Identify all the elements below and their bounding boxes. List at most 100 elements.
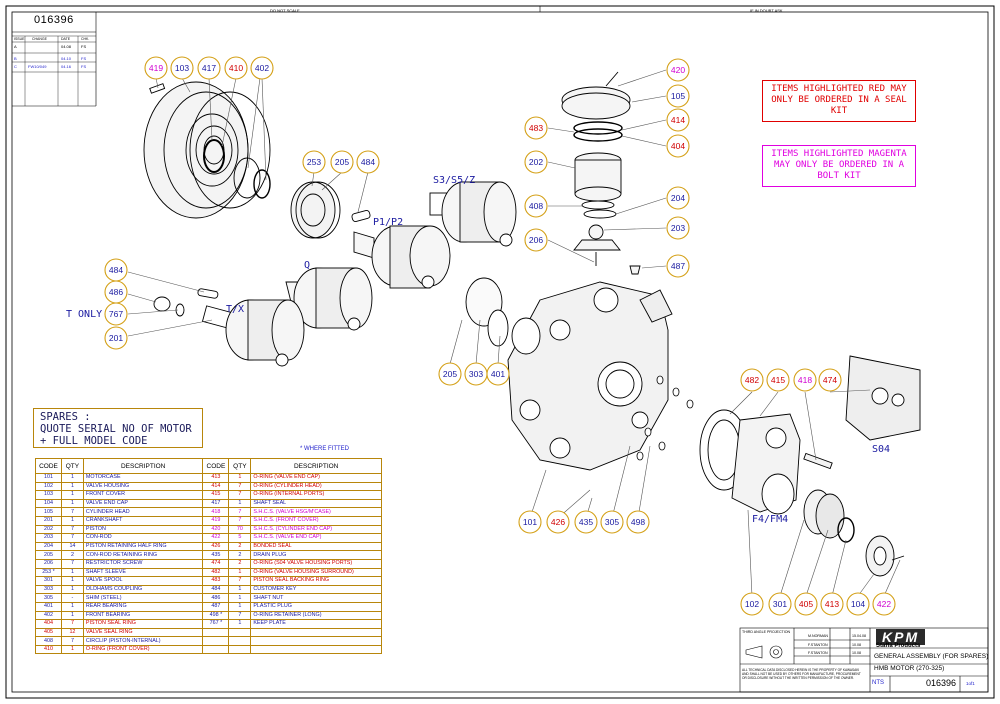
balloon-ring	[524, 228, 548, 252]
part-code: 101	[35, 473, 62, 483]
label-p1p2: P1/P2	[373, 217, 404, 228]
part-description: KEEP PLATE	[250, 619, 382, 629]
drawing-number-top: 016396	[34, 14, 74, 26]
balloon-ring	[524, 194, 548, 218]
balloon-label: 422	[877, 599, 891, 609]
balloon-418: 418	[793, 368, 817, 392]
balloon-484: 484	[104, 258, 128, 282]
balloon-ring	[330, 150, 354, 174]
projection-label: THIRD ANGLE PROJECTION	[742, 630, 791, 634]
kpm-logo: KPM	[876, 629, 926, 645]
inner-border	[11, 11, 989, 693]
balloon-482: 482	[740, 368, 764, 392]
spares-note: SPARES : QUOTE SERIAL NO OF MOTOR + FULL…	[33, 408, 203, 448]
balloon-ring	[794, 592, 818, 616]
part-description: MOTORCASE	[82, 473, 204, 483]
balloon-ring	[224, 56, 248, 80]
balloon-ring	[524, 116, 548, 140]
part-qty: 7	[60, 619, 84, 629]
balloon-label: 419	[149, 63, 163, 73]
part-code: 408	[35, 636, 62, 646]
balloon-label: 401	[491, 369, 505, 379]
balloon-label: 498	[631, 517, 645, 527]
balloon-ring	[356, 150, 380, 174]
company-name: Staffa Products	[876, 643, 921, 649]
part-description: CUSTOMER KEY	[250, 584, 382, 595]
part-qty: 7	[228, 576, 252, 586]
part-qty: 7	[228, 507, 252, 517]
part-qty: 1	[228, 473, 252, 483]
balloon-102: 102	[740, 592, 764, 616]
part-code: 206	[35, 558, 62, 569]
balloon-label: 103	[175, 63, 189, 73]
balloon-label: 418	[798, 375, 812, 385]
part-qty: 1	[60, 473, 84, 483]
balloon-ring	[438, 362, 462, 386]
part-qty: 7	[60, 507, 84, 517]
front-cover-group	[143, 81, 271, 219]
balloon-ring	[600, 510, 624, 534]
balloon-label: 305	[605, 517, 619, 527]
part-description: PISTON RETAINING HALF RING	[82, 541, 204, 552]
part-description: O-RING (FRONT COVER)	[82, 644, 204, 655]
balloon-ring	[666, 186, 690, 210]
balloon-420: 420	[666, 58, 690, 82]
part-code: 410	[35, 644, 62, 655]
balloon-label: 206	[529, 235, 543, 245]
balloon-205: 205	[438, 362, 462, 386]
do-not-scale-note: DO NOT SCALE	[270, 8, 300, 13]
parts-list-table: CODE QTY DESCRIPTION CODE QTY DESCRIPTIO…	[35, 458, 382, 655]
revision-chk: FS	[81, 64, 87, 69]
balloon-498: 498	[626, 510, 650, 534]
balloon-305: 305	[600, 510, 624, 534]
balloon-ring	[740, 592, 764, 616]
balloon-label: 303	[469, 369, 483, 379]
balloon-label: 404	[671, 141, 685, 151]
balloon-ring	[144, 56, 168, 80]
balloon-ring	[104, 302, 128, 326]
part-description	[250, 636, 382, 646]
part-code: 204	[35, 541, 62, 552]
balloon-label: 301	[773, 599, 787, 609]
header-code-2: CODE	[202, 458, 230, 474]
part-code: 415	[202, 490, 230, 500]
part-qty	[228, 636, 252, 646]
part-description: CON-ROD RETAINING RING	[82, 550, 204, 560]
part-qty: 1	[60, 601, 84, 612]
part-code: 404	[35, 619, 62, 629]
balloon-ring	[666, 84, 690, 108]
balloon-301: 301	[768, 592, 792, 616]
revision-chk: FS	[81, 44, 87, 49]
part-qty: 1	[228, 601, 252, 612]
balloon-201: 201	[104, 326, 128, 350]
part-code	[202, 644, 230, 655]
part-code: 426	[202, 541, 230, 552]
crankshaft-tx	[153, 288, 305, 367]
balloon-label: 410	[229, 63, 243, 73]
part-description: O-RING (INTERNAL PORTS)	[250, 490, 382, 500]
balloon-ring	[872, 592, 896, 616]
part-qty: 1	[228, 593, 252, 603]
part-qty: 1	[228, 619, 252, 629]
balloon-label: 474	[823, 375, 837, 385]
balloon-206: 206	[524, 228, 548, 252]
balloon-417: 417	[197, 56, 221, 80]
part-code: 104	[35, 498, 62, 509]
part-qty: 2	[228, 550, 252, 560]
part-code: 203	[35, 533, 62, 543]
balloon-ring	[170, 56, 194, 80]
balloon-label: 201	[109, 333, 123, 343]
part-qty: 7	[228, 610, 252, 621]
part-description: S.H.C.S. (VALVE END CAP)	[250, 533, 382, 543]
part-code: 487	[202, 601, 230, 612]
part-code: 418	[202, 507, 230, 517]
balloon-ring	[626, 510, 650, 534]
part-code: 484	[202, 584, 230, 595]
balloon-label: 205	[335, 157, 349, 167]
header-qty: QTY	[60, 458, 84, 474]
